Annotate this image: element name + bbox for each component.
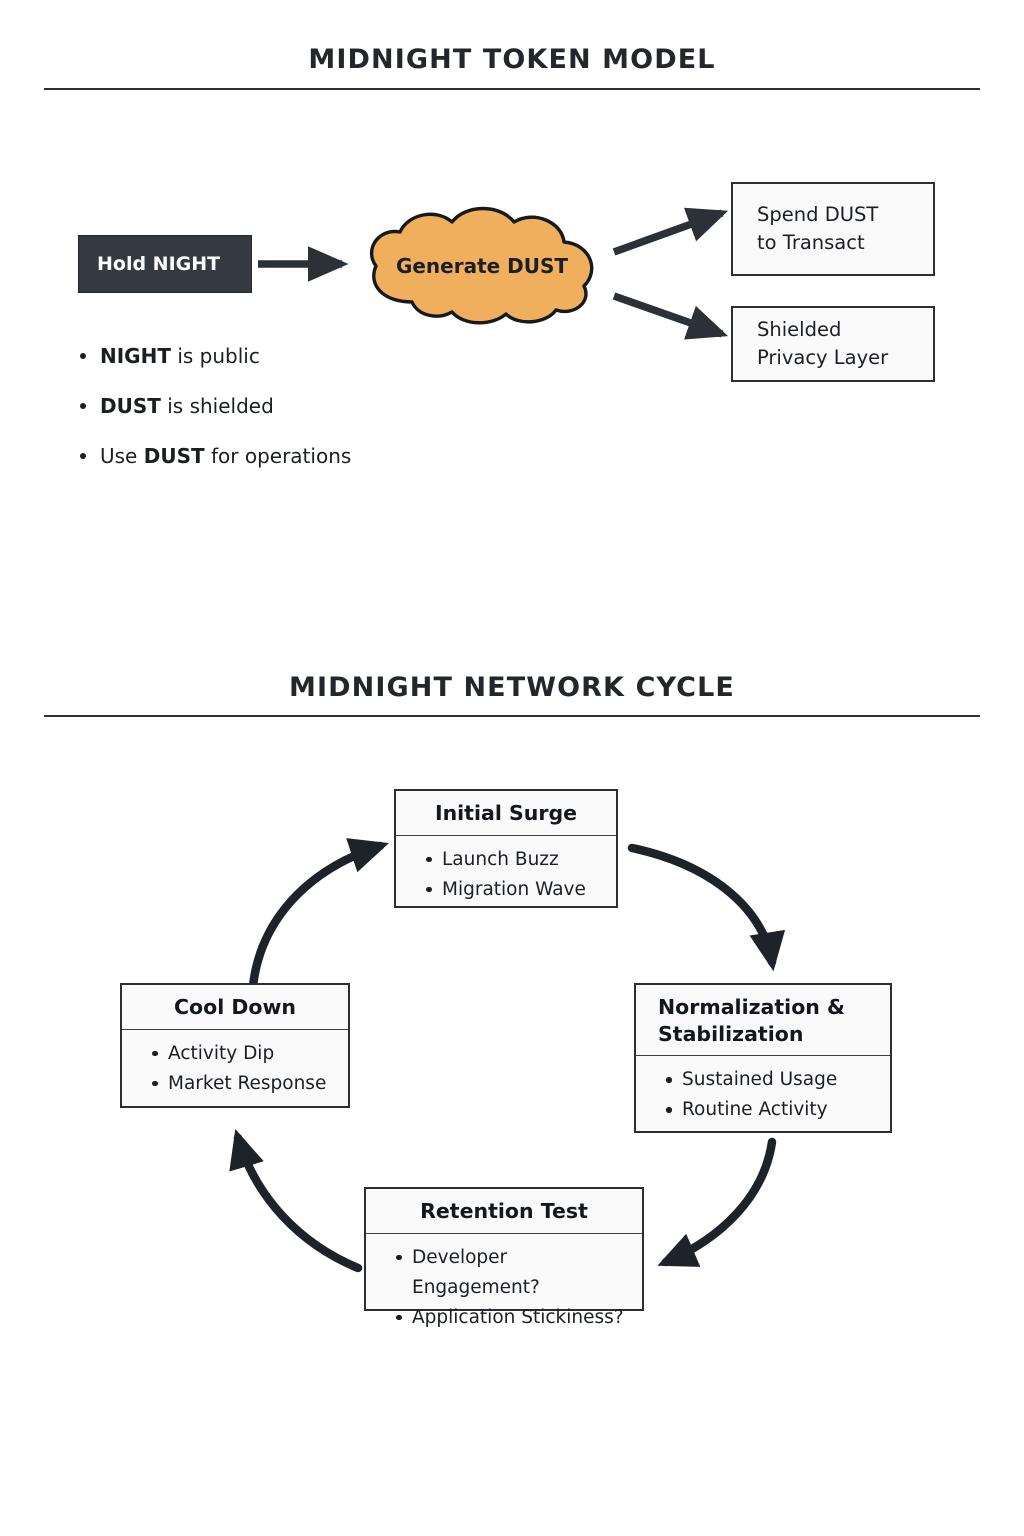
- node-cool-down[interactable]: Cool Down Activity Dip Market Response: [120, 983, 350, 1108]
- arrow-normalization-to-retention: [657, 1137, 777, 1267]
- list-item: Migration Wave: [426, 875, 606, 905]
- node-shielded-privacy[interactable]: Shielded Privacy Layer: [731, 306, 935, 382]
- network-cycle-title: MIDNIGHT NETWORK CYCLE: [289, 672, 735, 703]
- node-retention-test[interactable]: Retention Test Developer Engagement? App…: [364, 1187, 644, 1328]
- token-model-divider: [44, 88, 980, 90]
- list-item: Launch Buzz: [426, 845, 606, 875]
- note-rest: is public: [170, 344, 260, 368]
- shielded-line2: Privacy Layer: [757, 346, 889, 369]
- list-item: Market Response: [152, 1069, 338, 1099]
- spend-dust-line2: to Transact: [757, 231, 865, 254]
- list-item: Application Stickiness?: [396, 1303, 632, 1333]
- list-item: Sustained Usage: [666, 1065, 880, 1095]
- node-header: Cool Down: [122, 985, 348, 1030]
- node-hold-night[interactable]: Hold NIGHT: [78, 235, 252, 293]
- note-lead: Use: [100, 444, 144, 468]
- arrow-dust-to-spend: [612, 207, 729, 256]
- token-model-title: MIDNIGHT TOKEN MODEL: [308, 44, 716, 75]
- list-item: Activity Dip: [152, 1039, 338, 1069]
- node-header: Normalization & Stabilization: [636, 985, 890, 1057]
- note-bold-term: NIGHT: [100, 344, 171, 368]
- node-items: Developer Engagement? Application Sticki…: [366, 1234, 642, 1343]
- node-generate-dust[interactable]: Generate DUST: [352, 206, 612, 326]
- note-bold-term: DUST: [100, 394, 161, 418]
- node-items: Launch Buzz Migration Wave: [396, 836, 616, 915]
- list-item: Routine Activity: [666, 1095, 880, 1125]
- spend-dust-line1: Spend DUST: [757, 203, 879, 227]
- arrow-cooldown-to-surge: [247, 838, 389, 1010]
- network-cycle-divider: [44, 715, 980, 717]
- arrow-dust-to-shielded: [612, 292, 729, 340]
- node-items: Activity Dip Market Response: [122, 1030, 348, 1109]
- arrow-surge-to-normalization: [627, 843, 786, 972]
- node-items: Sustained Usage Routine Activity: [636, 1056, 890, 1135]
- list-item: DUST is shielded: [74, 394, 504, 418]
- note-bold-term: DUST: [143, 444, 205, 468]
- list-item: Use DUST for operations: [74, 444, 504, 468]
- shielded-line1: Shielded: [757, 318, 842, 342]
- node-header: Retention Test: [366, 1189, 642, 1234]
- node-spend-dust[interactable]: Spend DUST to Transact: [731, 182, 935, 276]
- list-item: NIGHT is public: [74, 344, 504, 368]
- node-header: Initial Surge: [396, 791, 616, 836]
- node-initial-surge[interactable]: Initial Surge Launch Buzz Migration Wave: [394, 789, 618, 908]
- token-model-notes: NIGHT is public DUST is shielded Use DUS…: [74, 344, 504, 494]
- node-normalization-stabilization[interactable]: Normalization & Stabilization Sustained …: [634, 983, 892, 1133]
- note-rest: for operations: [204, 444, 352, 468]
- arrow-retention-to-cooldown: [229, 1129, 363, 1273]
- list-item: Developer Engagement?: [396, 1243, 632, 1303]
- note-rest: is shielded: [160, 394, 274, 418]
- cloud-icon: [369, 206, 594, 325]
